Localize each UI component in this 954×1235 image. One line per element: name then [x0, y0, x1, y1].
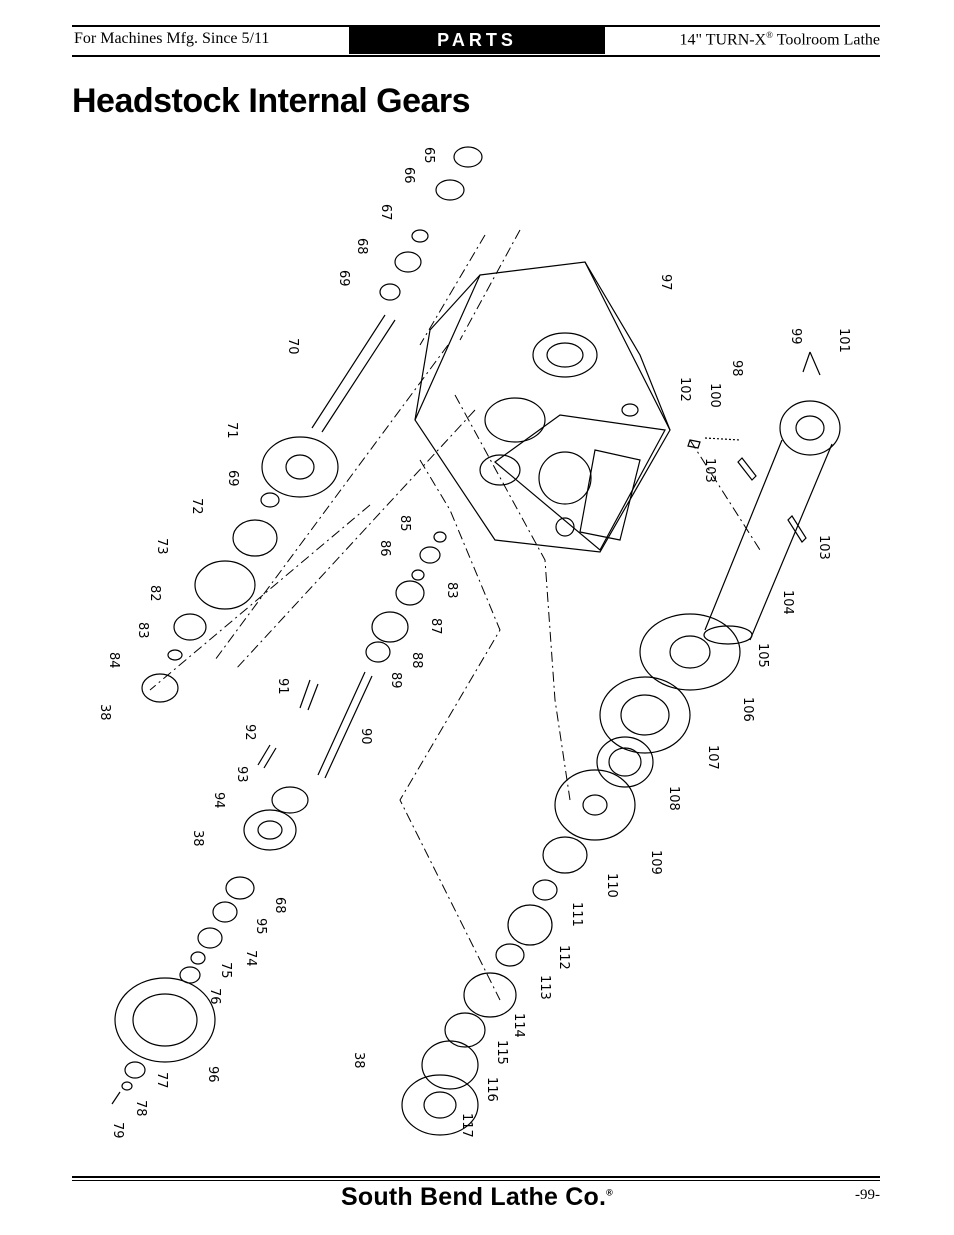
callout-68: 68 — [354, 238, 369, 255]
callout-96: 96 — [205, 1066, 220, 1083]
callout-74: 74 — [243, 950, 258, 967]
callout-75: 75 — [218, 962, 233, 979]
callout-71: 71 — [224, 422, 239, 439]
callout-109: 109 — [648, 850, 663, 875]
footer-brand: South Bend Lathe Co.® — [341, 1183, 613, 1211]
callout-99: 99 — [788, 328, 803, 345]
callout-104: 104 — [780, 590, 795, 615]
callout-86: 86 — [377, 540, 392, 557]
callout-82: 82 — [147, 585, 162, 602]
callout-83: 83 — [135, 622, 150, 639]
callout-117: 117 — [459, 1113, 474, 1138]
callout-83b: 83 — [444, 582, 459, 599]
callout-85: 85 — [397, 515, 412, 532]
exploded-parts-diagram: 65 66 67 68 69 70 71 69 72 73 82 83 84 3… — [97, 146, 851, 1139]
callout-38b: 38 — [190, 830, 205, 847]
callout-65: 65 — [421, 147, 436, 164]
callout-72: 72 — [189, 498, 204, 515]
callout-107: 107 — [705, 745, 720, 770]
callout-76: 76 — [207, 988, 222, 1005]
callout-67: 67 — [378, 204, 393, 221]
footer-top-rule — [72, 1176, 880, 1178]
callout-106: 106 — [740, 697, 755, 722]
callout-77: 77 — [154, 1072, 169, 1089]
callout-95: 95 — [253, 918, 268, 935]
header-top-rule — [72, 25, 880, 27]
control-panel — [494, 414, 666, 551]
header-machine-date: For Machines Mfg. Since 5/11 — [74, 30, 270, 47]
page-number: -99- — [855, 1187, 880, 1203]
footer-thin-rule — [72, 1180, 880, 1181]
callout-84: 84 — [106, 652, 121, 669]
headstock-casting — [414, 261, 671, 553]
callout-79: 79 — [110, 1122, 125, 1139]
callout-73: 73 — [154, 538, 169, 555]
callout-103b: 103 — [816, 535, 831, 560]
callout-87: 87 — [428, 618, 443, 635]
callout-113: 113 — [537, 975, 552, 1000]
callout-108: 108 — [666, 786, 681, 811]
callout-90: 90 — [358, 728, 373, 745]
callout-94: 94 — [211, 792, 226, 809]
callout-97: 97 — [658, 274, 673, 291]
callout-115: 115 — [494, 1040, 509, 1065]
header-model-name: 14" TURN-X® Toolroom Lathe — [679, 30, 880, 49]
callout-69b: 69 — [225, 470, 240, 487]
callout-66: 66 — [401, 167, 416, 184]
callout-110: 110 — [604, 873, 619, 898]
header-section-label: PARTS — [349, 27, 605, 54]
callout-38a: 38 — [97, 704, 112, 721]
callout-38c: 38 — [351, 1052, 366, 1069]
callout-116: 116 — [484, 1077, 499, 1102]
page-title: Headstock Internal Gears — [72, 82, 471, 120]
callout-111: 111 — [569, 902, 584, 927]
callout-70: 70 — [285, 338, 300, 355]
callout-105: 105 — [755, 643, 770, 668]
header-bottom-rule — [72, 55, 880, 57]
callout-69: 69 — [336, 270, 351, 287]
callout-78: 78 — [133, 1100, 148, 1117]
callout-88: 88 — [409, 652, 424, 669]
callout-114: 114 — [511, 1013, 526, 1038]
callout-103a: 103 — [702, 458, 717, 483]
callout-93: 93 — [234, 766, 249, 783]
callout-98: 98 — [729, 360, 744, 377]
callout-68b: 68 — [272, 897, 287, 914]
callout-102: 102 — [677, 377, 692, 402]
callout-112: 112 — [556, 945, 571, 970]
callout-101: 101 — [836, 328, 851, 353]
callout-91: 91 — [275, 678, 290, 695]
callout-100: 100 — [707, 383, 722, 408]
callout-89: 89 — [388, 672, 403, 689]
callout-92: 92 — [242, 724, 257, 741]
